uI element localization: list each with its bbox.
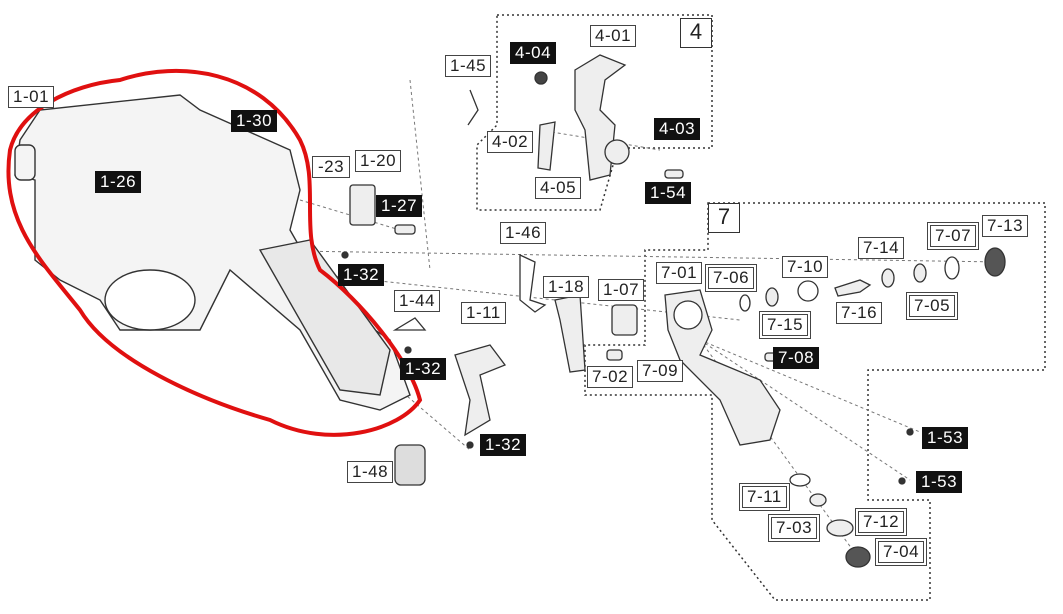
part-label-1-54: 1-54 xyxy=(645,182,692,204)
part-label-1-30: 1-30 xyxy=(231,110,278,132)
part-label-1-32: 1-32 xyxy=(480,434,527,456)
part-label-7-15: 7-15 xyxy=(758,311,812,339)
part-label-1-26: 1-26 xyxy=(95,171,142,193)
frame-part xyxy=(14,94,411,411)
part-label-1-11: 1-11 xyxy=(461,302,506,324)
part-label-7-05: 7-05 xyxy=(905,292,959,320)
part-label-4-04: 4-04 xyxy=(510,42,557,64)
part-label-7-12: 7-12 xyxy=(854,508,908,536)
group-7-label: 7 xyxy=(708,203,740,233)
part-label-4-05: 4-05 xyxy=(535,177,582,199)
group-4-outline xyxy=(476,14,713,211)
part-label-7-06: 7-06 xyxy=(704,264,758,292)
part-label-7-09: 7-09 xyxy=(637,360,684,382)
part-label-1-45: 1-45 xyxy=(445,55,492,77)
part-label-1-32: 1-32 xyxy=(338,264,385,286)
part-label-7-04: 7-04 xyxy=(874,538,928,566)
part-label-7-11: 7-11 xyxy=(739,483,790,511)
part-label-1-20: 1-20 xyxy=(355,150,402,172)
part-label-7-10: 7-10 xyxy=(782,256,829,278)
part-label-1-32: 1-32 xyxy=(400,358,447,380)
part-label-7-08: 7-08 xyxy=(773,347,820,369)
part-label-1-01: 1-01 xyxy=(8,86,55,108)
part-label-1-18: 1-18 xyxy=(543,276,590,298)
part-label-1-53: 1-53 xyxy=(922,427,969,449)
part-label-7-13: 7-13 xyxy=(982,215,1029,237)
part-label-1-44: 1-44 xyxy=(394,290,441,312)
small-parts xyxy=(341,54,1006,568)
part-label-7-07: 7-07 xyxy=(926,222,980,250)
part-label-7-14: 7-14 xyxy=(858,237,905,259)
part-label-7-16: 7-16 xyxy=(836,302,883,324)
group-4-label: 4 xyxy=(680,18,712,48)
part-label-7-02: 7-02 xyxy=(587,366,634,388)
part-label-7-03: 7-03 xyxy=(767,514,821,542)
part-label-7-01: 7-01 xyxy=(656,262,703,284)
part-label-4-01: 4-01 xyxy=(590,25,637,47)
part-label-4-03: 4-03 xyxy=(654,118,701,140)
part-label-1-53: 1-53 xyxy=(916,471,963,493)
part-label-1-27: 1-27 xyxy=(376,195,423,217)
highlight-loop xyxy=(6,68,423,437)
part-label-1-46: 1-46 xyxy=(500,222,547,244)
part-label-4-02: 4-02 xyxy=(487,131,534,153)
part-label-1-07: 1-07 xyxy=(598,279,645,301)
part-label-1-48: 1-48 xyxy=(347,461,394,483)
part-label-1-23: -23 xyxy=(312,156,350,178)
